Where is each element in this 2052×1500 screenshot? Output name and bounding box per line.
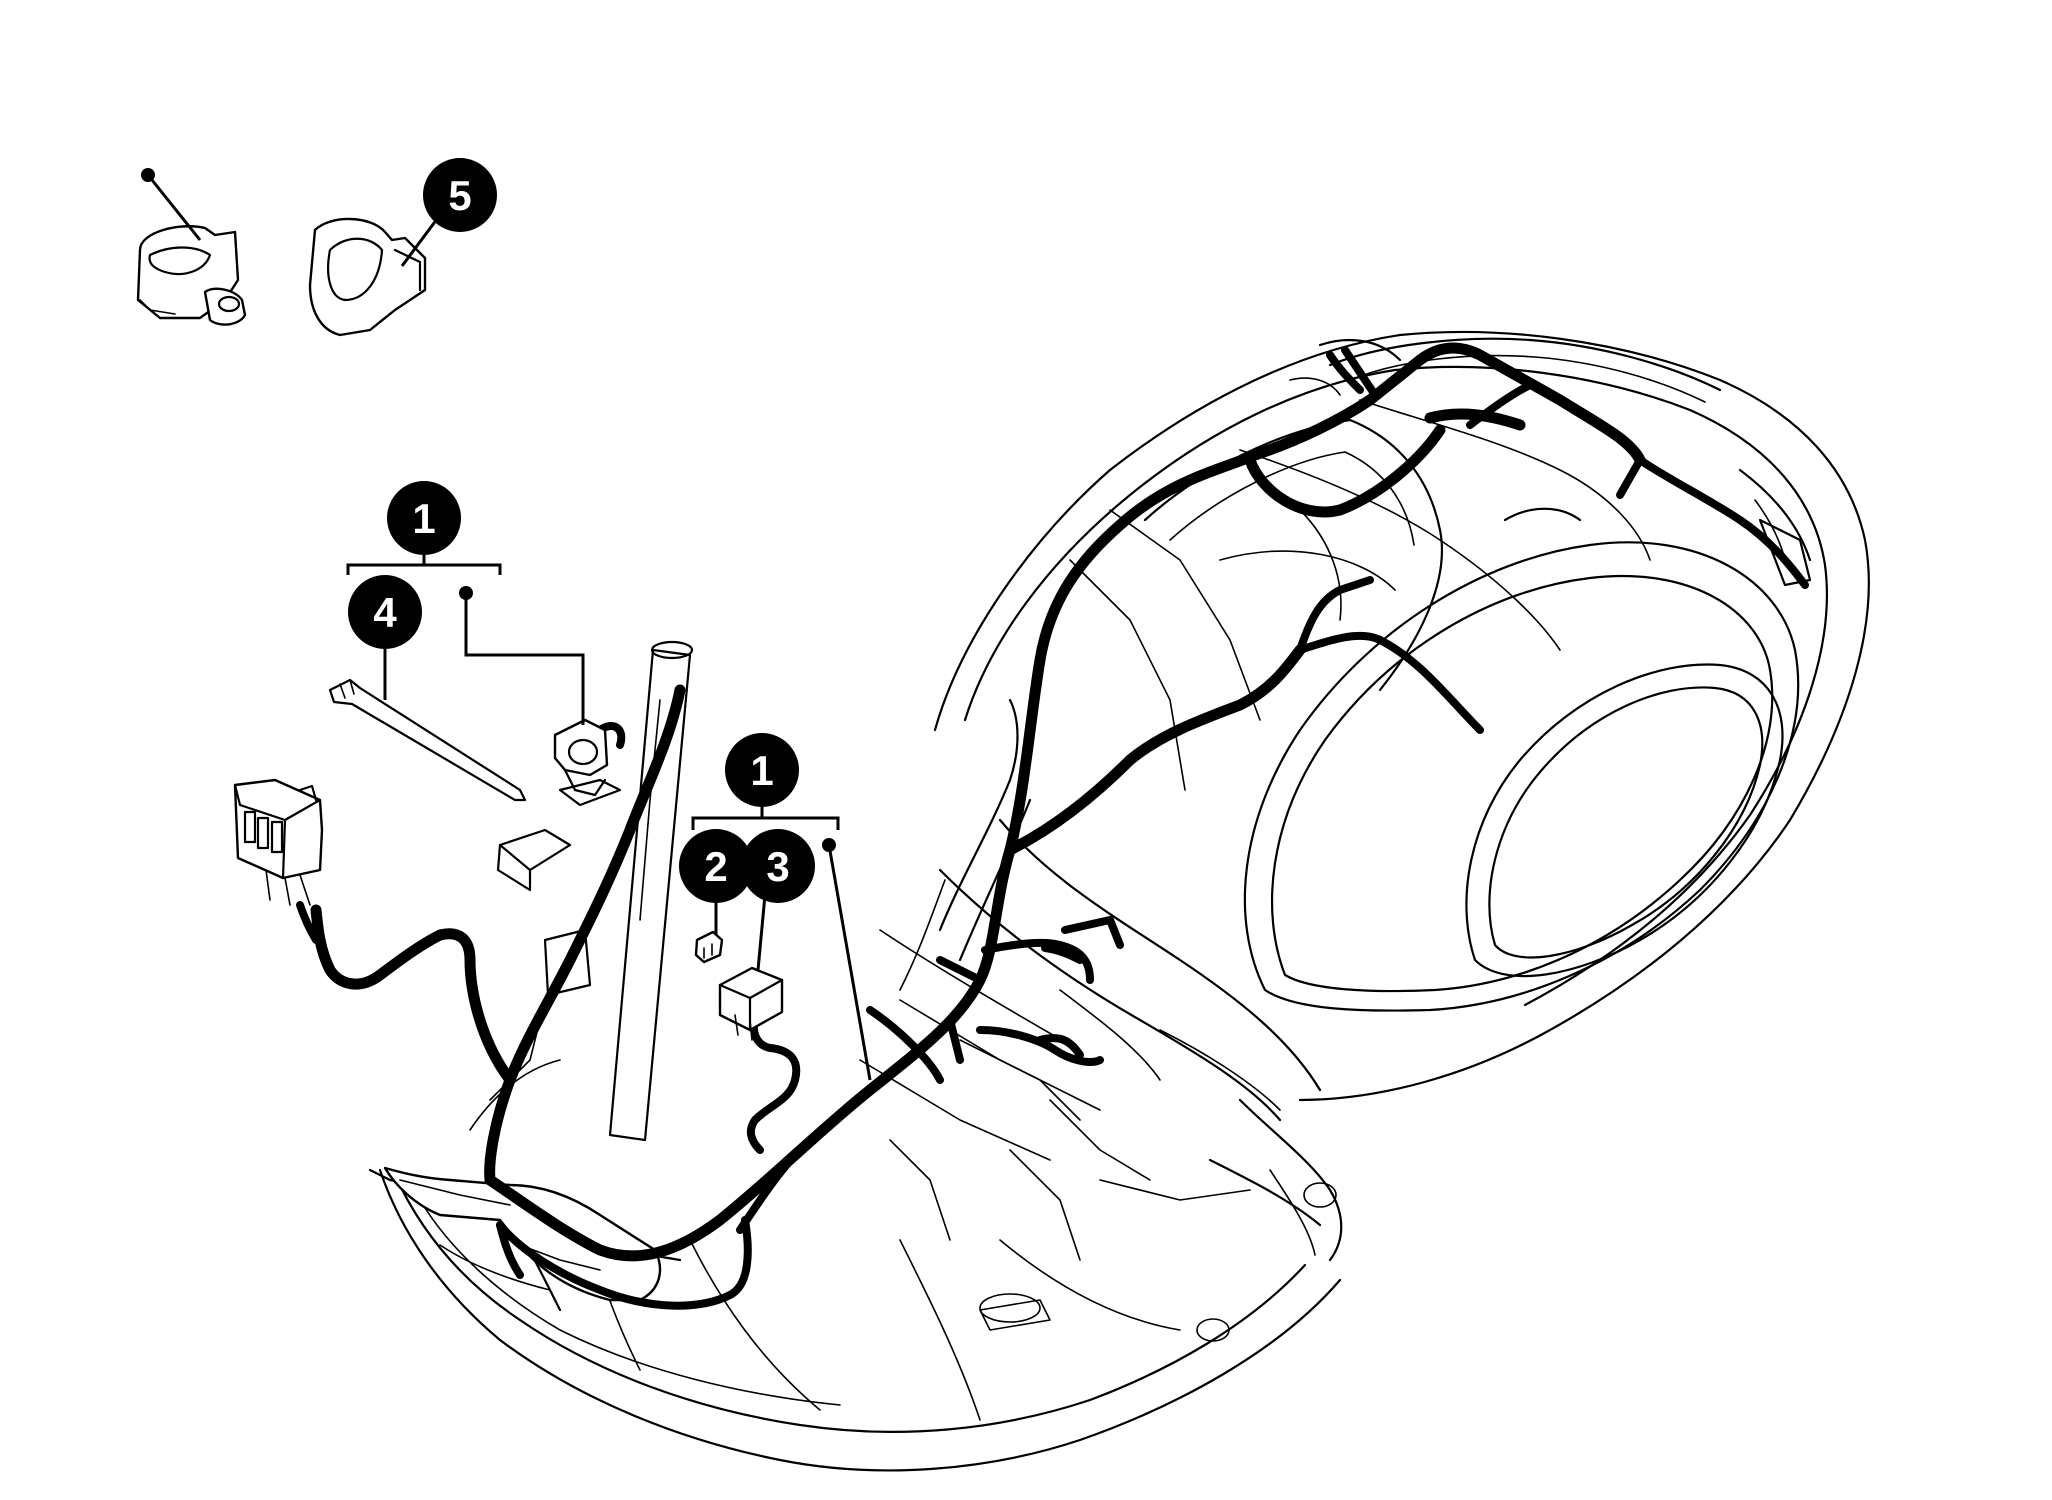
callout-2-label: 2 [704, 843, 727, 890]
relay-part [718, 966, 784, 1041]
callout-5-label: 5 [448, 172, 471, 219]
clip-part-b [308, 217, 427, 337]
connector-block [233, 778, 324, 944]
callout-2: 2 [679, 829, 753, 903]
fuse-part [694, 930, 724, 964]
callout-1-mid-label: 1 [750, 747, 773, 794]
leader-dot-c-line [146, 174, 202, 241]
callout-1-top: 1 [387, 481, 461, 555]
clip-part-a [136, 225, 247, 326]
callout-1-mid: 1 [725, 733, 799, 807]
front-shield [383, 1166, 662, 1302]
callout-3-label: 3 [766, 843, 789, 890]
callout-5: 5 [423, 158, 497, 232]
callout-4-label: 4 [373, 589, 397, 636]
leader-dot-a-line [464, 593, 585, 725]
bracket-1a [346, 563, 502, 575]
callout-3: 3 [741, 829, 815, 903]
leader-3 [756, 894, 767, 971]
cable-tie-part [328, 678, 527, 802]
callout-4: 4 [348, 575, 422, 649]
leader-5 [400, 214, 442, 267]
bracket-1b [691, 816, 840, 830]
leader-lines [141, 168, 872, 1081]
leader-dot-b-line [827, 844, 872, 1081]
wiring-harness [310, 342, 1809, 1310]
callout-1-top-label: 1 [412, 495, 435, 542]
clip-holder-part [553, 718, 609, 797]
